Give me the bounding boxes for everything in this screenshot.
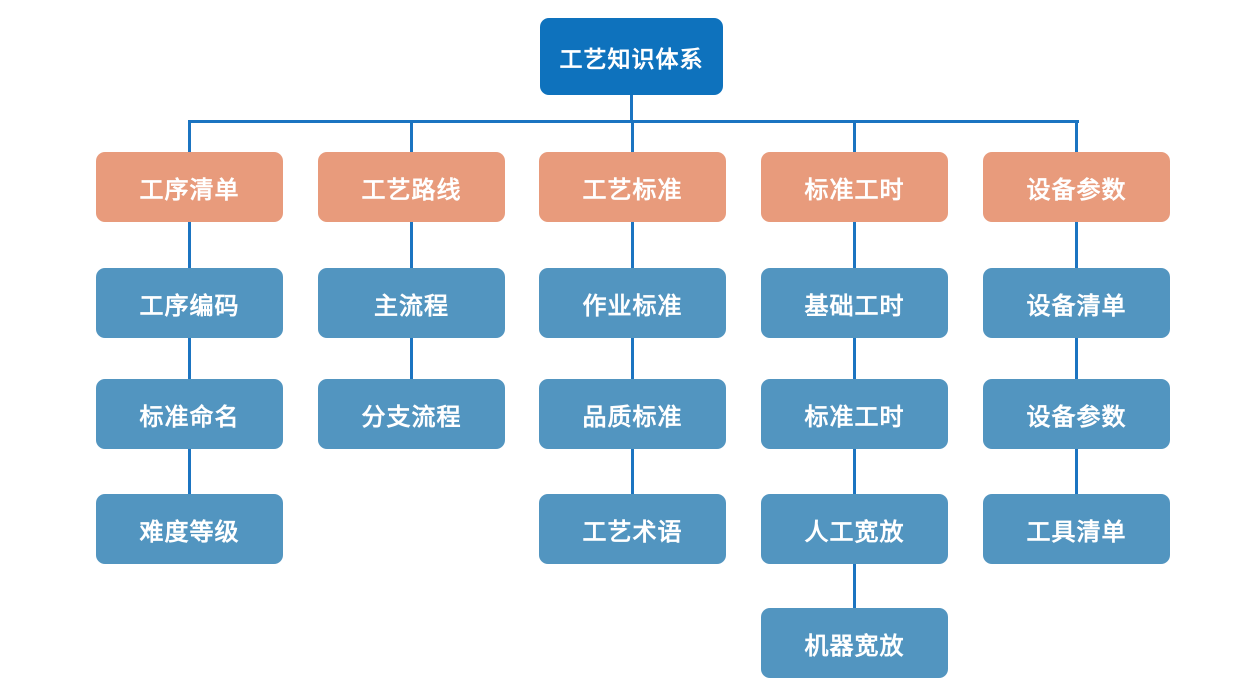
child-node: 工序编码 xyxy=(96,268,283,338)
child-node: 工具清单 xyxy=(983,494,1170,564)
branch-node-process-list: 工序清单 xyxy=(96,152,283,222)
child-node: 标准工时 xyxy=(761,379,948,449)
connector-line xyxy=(189,120,1079,123)
branch-node-equipment-params: 设备参数 xyxy=(983,152,1170,222)
connector-line xyxy=(1075,120,1078,153)
child-node: 主流程 xyxy=(318,268,505,338)
child-node: 机器宽放 xyxy=(761,608,948,678)
child-node: 难度等级 xyxy=(96,494,283,564)
connector-line xyxy=(1075,222,1078,494)
child-node: 标准命名 xyxy=(96,379,283,449)
branch-node-process-standard: 工艺标准 xyxy=(539,152,726,222)
connector-line xyxy=(188,222,191,494)
branch-node-process-route: 工艺路线 xyxy=(318,152,505,222)
child-node: 设备清单 xyxy=(983,268,1170,338)
child-node: 设备参数 xyxy=(983,379,1170,449)
connector-line xyxy=(853,120,856,153)
child-node: 人工宽放 xyxy=(761,494,948,564)
connector-line xyxy=(410,120,413,153)
branch-node-standard-hours: 标准工时 xyxy=(761,152,948,222)
child-node: 品质标准 xyxy=(539,379,726,449)
connector-line xyxy=(631,222,634,494)
root-node: 工艺知识体系 xyxy=(540,18,723,95)
child-node: 分支流程 xyxy=(318,379,505,449)
child-node: 作业标准 xyxy=(539,268,726,338)
child-node: 基础工时 xyxy=(761,268,948,338)
connector-line xyxy=(631,120,634,153)
connector-line xyxy=(630,95,633,122)
child-node: 工艺术语 xyxy=(539,494,726,564)
connector-line xyxy=(188,120,191,153)
